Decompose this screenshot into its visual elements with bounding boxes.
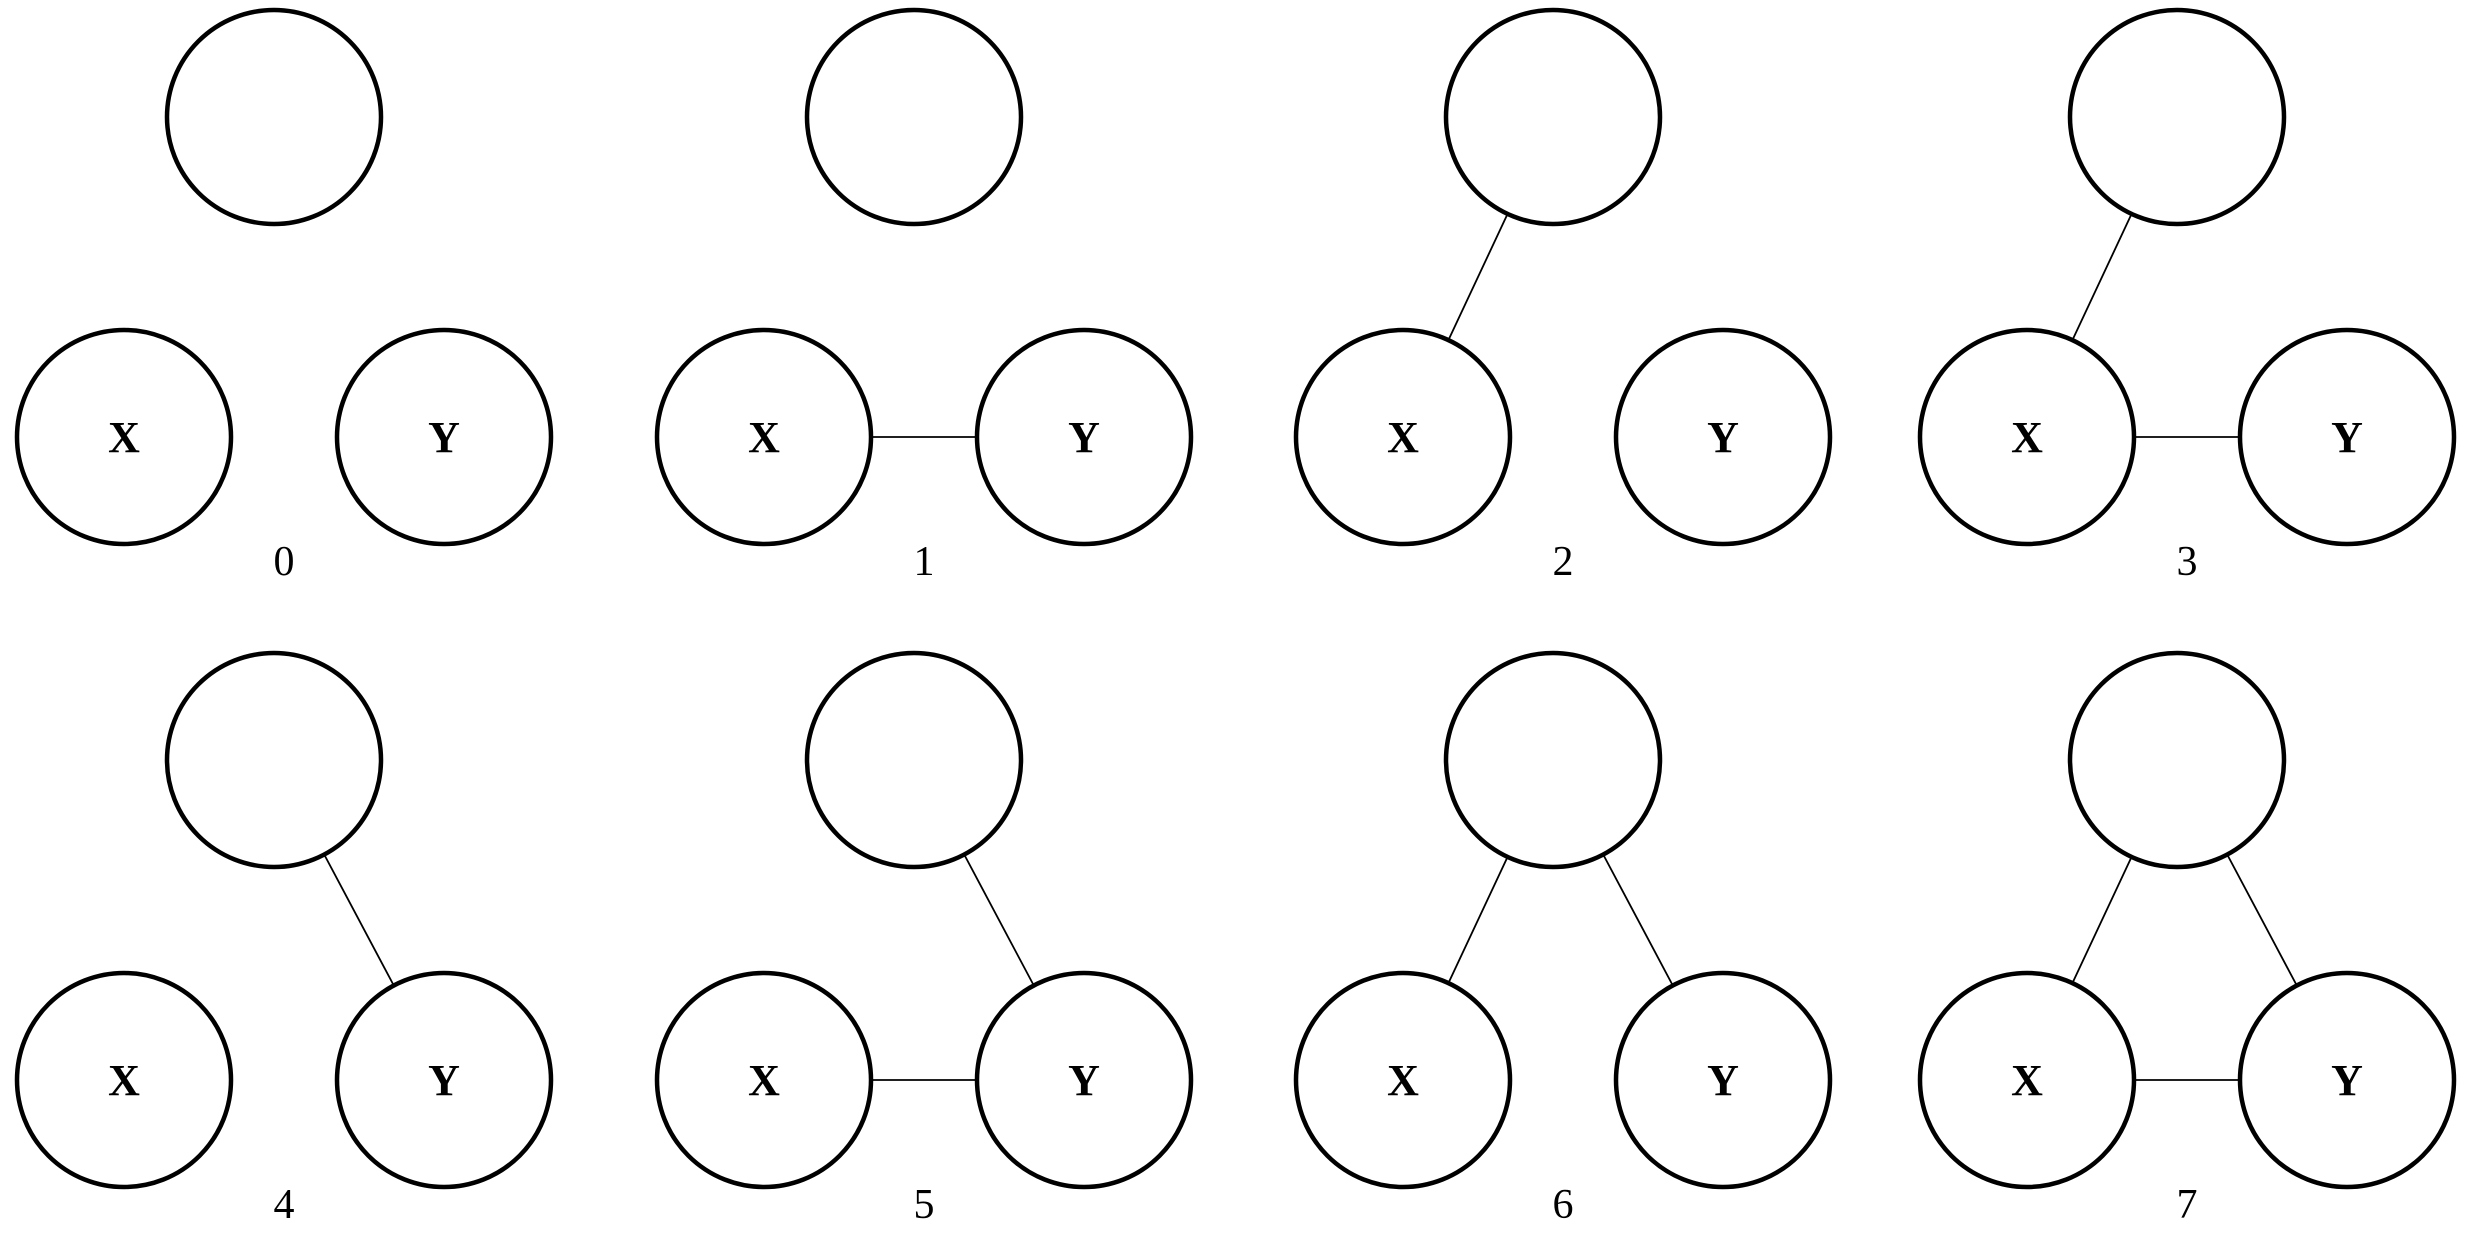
node-left-label: X (748, 413, 780, 462)
node-right-label: Y (428, 413, 460, 462)
edge-top-left (2071, 856, 2133, 984)
edge-top-left (1447, 856, 1509, 984)
node-left-label: X (748, 1056, 780, 1105)
node-left-label: X (1387, 1056, 1419, 1105)
node-left (1917, 970, 2137, 1190)
node-right-label: Y (2331, 413, 2363, 462)
edge-top-right (2226, 854, 2298, 986)
node-left-label: X (2011, 1056, 2043, 1105)
node-left-label: X (108, 1056, 140, 1105)
graph-panel-1: X Y 1 (654, 7, 1194, 585)
node-top (804, 7, 1024, 227)
edge-top-left (2071, 213, 2133, 341)
node-left-label: X (2011, 413, 2043, 462)
panel-number-label: 5 (914, 1182, 935, 1228)
node-right (974, 970, 1194, 1190)
edge-top-right (323, 854, 395, 986)
graph-panel-2: X Y 2 (1293, 7, 1833, 585)
node-right-label: Y (1707, 1056, 1739, 1105)
node-right-label: Y (1707, 413, 1739, 462)
node-top (2067, 7, 2287, 227)
edge-top-left (1447, 213, 1509, 341)
edge-top-right (963, 854, 1035, 986)
node-right (334, 327, 554, 547)
node-left (1293, 970, 1513, 1190)
node-right (2237, 970, 2457, 1190)
node-top (1443, 650, 1663, 870)
node-left (1293, 327, 1513, 547)
node-right (334, 970, 554, 1190)
node-right (2237, 327, 2457, 547)
panel-number-label: 4 (274, 1182, 295, 1228)
graph-panel-5: X Y 5 (654, 650, 1194, 1228)
node-left (14, 327, 234, 547)
graph-panel-7: X Y 7 (1917, 650, 2457, 1228)
node-left (654, 327, 874, 547)
graph-panel-3: X Y 3 (1917, 7, 2457, 585)
node-right (1613, 970, 1833, 1190)
node-left-label: X (108, 413, 140, 462)
graph-panel-4: X Y 4 (14, 650, 554, 1228)
node-left (654, 970, 874, 1190)
node-right-label: Y (2331, 1056, 2363, 1105)
panel-number-label: 0 (274, 539, 295, 585)
graph-panel-6: X Y 6 (1293, 650, 1833, 1228)
node-top (804, 650, 1024, 870)
node-left (1917, 327, 2137, 547)
node-right-label: Y (428, 1056, 460, 1105)
panel-number-label: 7 (2177, 1182, 2198, 1228)
node-top (164, 650, 384, 870)
panel-number-label: 2 (1553, 539, 1574, 585)
graph-panel-0: X Y 0 (14, 7, 554, 585)
node-right (1613, 327, 1833, 547)
node-top (2067, 650, 2287, 870)
node-right (974, 327, 1194, 547)
node-right-label: Y (1068, 1056, 1100, 1105)
node-top (164, 7, 384, 227)
panel-number-label: 3 (2177, 539, 2198, 585)
panel-number-label: 1 (914, 539, 935, 585)
node-top (1443, 7, 1663, 227)
node-left-label: X (1387, 413, 1419, 462)
node-left (14, 970, 234, 1190)
node-right-label: Y (1068, 413, 1100, 462)
panel-number-label: 6 (1553, 1182, 1574, 1228)
edge-top-right (1602, 854, 1674, 986)
